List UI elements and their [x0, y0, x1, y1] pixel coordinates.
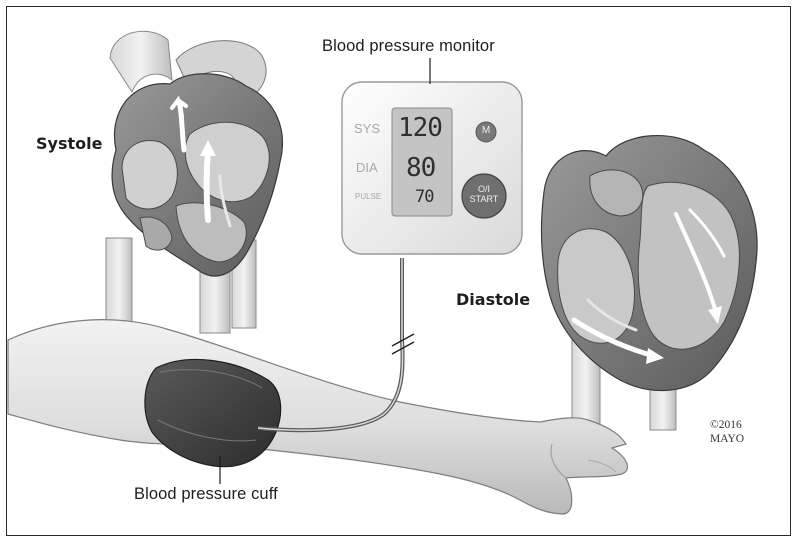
m-button: M [478, 125, 494, 136]
copyright-owner: MAYO [710, 432, 744, 446]
monitor-callout: Blood pressure monitor [322, 37, 495, 56]
dia-label: DIA [356, 160, 378, 175]
heart-diastole-illustration [542, 136, 758, 430]
copyright-notice: ©2016 MAYO [710, 418, 744, 446]
diastole-heading: Diastole [456, 290, 530, 309]
pulse-label: PULSE [355, 192, 381, 201]
copyright-year: ©2016 [710, 418, 744, 432]
pulse-value: 70 [415, 187, 433, 207]
systole-heading: Systole [36, 134, 102, 153]
power-button-line1: O/I [466, 184, 502, 194]
arm-illustration [8, 320, 627, 514]
dia-value: 80 [406, 153, 435, 183]
cuff-callout: Blood pressure cuff [134, 485, 278, 504]
sys-value: 120 [398, 113, 442, 143]
power-button: O/I START [466, 184, 502, 204]
heart-systole-illustration [106, 31, 282, 333]
sys-label: SYS [354, 121, 380, 136]
power-button-line2: START [466, 194, 502, 204]
